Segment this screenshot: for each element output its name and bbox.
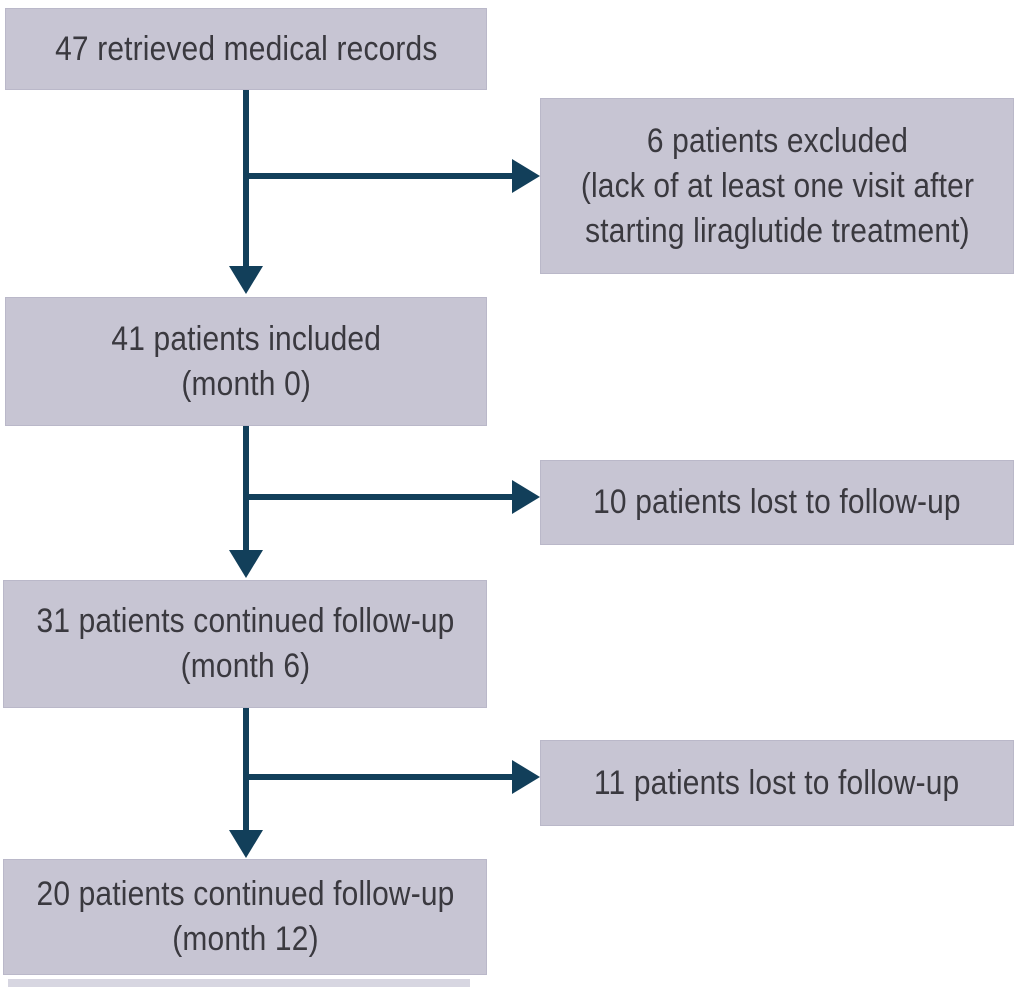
box-text-line: starting liraglutide treatment) (584, 211, 970, 250)
box-text-line: (month 6) (180, 647, 310, 685)
box-continued-month12: 20 patients continued follow-up (month 1… (3, 859, 487, 975)
box-text-line: (lack of at least one visit after (580, 166, 974, 205)
box-text-line: (month 12) (171, 920, 319, 958)
box-continued-month12-text: 20 patients continued follow-up (month 1… (36, 872, 454, 962)
box-text-line: 6 patients excluded (646, 121, 908, 160)
arrow-branch-to-excluded (243, 159, 540, 193)
box-retrieved-records: 47 retrieved medical records (5, 8, 487, 90)
box-patients-included-month0: 41 patients included (month 0) (5, 297, 487, 426)
arrow-branch-to-lost-2 (243, 760, 540, 794)
box-patients-excluded-text: 6 patients excluded (lack of at least on… (580, 119, 973, 254)
box-text-line: 10 patients lost to follow-up (593, 483, 961, 521)
box-lost-to-followup-1-text: 10 patients lost to follow-up (593, 480, 961, 525)
box-lost-to-followup-2: 11 patients lost to follow-up (540, 740, 1014, 826)
box-text-line: (month 0) (181, 364, 311, 403)
box-continued-month6-text: 31 patients continued follow-up (month 6… (36, 599, 454, 689)
box-lost-to-followup-1: 10 patients lost to follow-up (540, 460, 1014, 545)
box-text-line: 41 patients included (111, 319, 381, 358)
box-text-line: 20 patients continued follow-up (36, 875, 454, 913)
box-retrieved-records-text: 47 retrieved medical records (55, 27, 437, 72)
arrow-retrieved-to-included (229, 90, 263, 294)
box-text-line: 31 patients continued follow-up (36, 602, 454, 640)
box-patients-excluded: 6 patients excluded (lack of at least on… (540, 98, 1014, 274)
arrow-month6-to-month12 (229, 708, 263, 858)
box-partial-cropped (8, 979, 470, 987)
box-continued-month6: 31 patients continued follow-up (month 6… (3, 580, 487, 708)
box-text-line: 11 patients lost to follow-up (594, 763, 960, 802)
box-text-line: 47 retrieved medical records (54, 29, 438, 68)
box-patients-included-month0-text: 41 patients included (month 0) (111, 317, 381, 407)
box-lost-to-followup-2-text: 11 patients lost to follow-up (594, 761, 959, 806)
arrow-branch-to-lost-1 (243, 480, 540, 514)
arrow-included-to-month6 (229, 426, 263, 578)
